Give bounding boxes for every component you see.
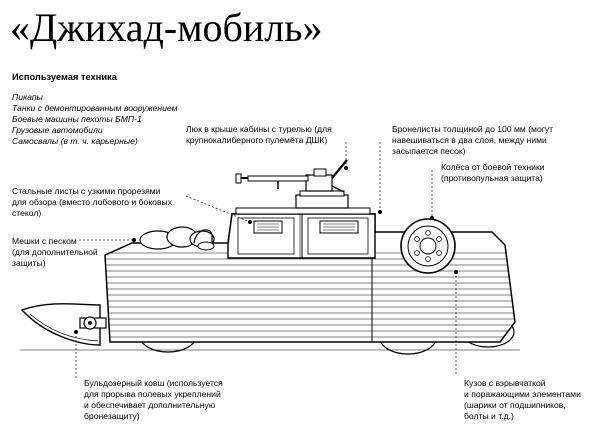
- callout-steel-sheets: Стальные листы с узкими прорезями для об…: [12, 186, 172, 218]
- callout-wheel: Колёса от боевой техники (противопульная…: [441, 162, 545, 183]
- callout-bulldozer-bucket: Бульдозерный ковш (используется для прор…: [84, 378, 223, 421]
- legend-list: Пикапы Танки с демонтированным вооружени…: [12, 92, 177, 147]
- legend-heading: Используемая техника: [12, 72, 117, 82]
- viewing-slit-right: [319, 220, 359, 234]
- bulldozer-blade: [20, 303, 107, 346]
- heavy-machine-gun-icon: [235, 159, 348, 193]
- page-title: «Джихад-мобиль»: [10, 5, 323, 50]
- legend-item: Танки с демонтированным вооружением: [12, 103, 178, 113]
- legend-item: Самосвалы (в т. ч. карьерные): [12, 136, 138, 146]
- leader-lines: [75, 142, 457, 378]
- sandbags: [139, 226, 215, 251]
- legend-item: Грузовые автомобили: [12, 125, 103, 135]
- callout-sandbags: Мешки с песком (для дополнительной защит…: [12, 236, 98, 268]
- leader-steel: [185, 195, 251, 223]
- callout-hatch: Люк в крыше кабины с турелью (для крупно…: [186, 124, 332, 145]
- viewing-slit-left: [253, 220, 283, 234]
- legend-item: Боевые машины пехоты БМП-1: [12, 114, 142, 124]
- roof-turret: [295, 190, 349, 209]
- legend-item: Пикапы: [12, 92, 43, 102]
- callout-armor: Бронелисты толщиной до 100 мм (могут нав…: [392, 124, 554, 156]
- equipment-legend: Используемая техника Пикапы Танки с демо…: [12, 72, 177, 147]
- callout-explosive-body: Кузов с взрывчаткой и поражающими элемен…: [464, 378, 581, 421]
- leader-dots: [74, 166, 458, 334]
- spare-wheel: [400, 218, 456, 274]
